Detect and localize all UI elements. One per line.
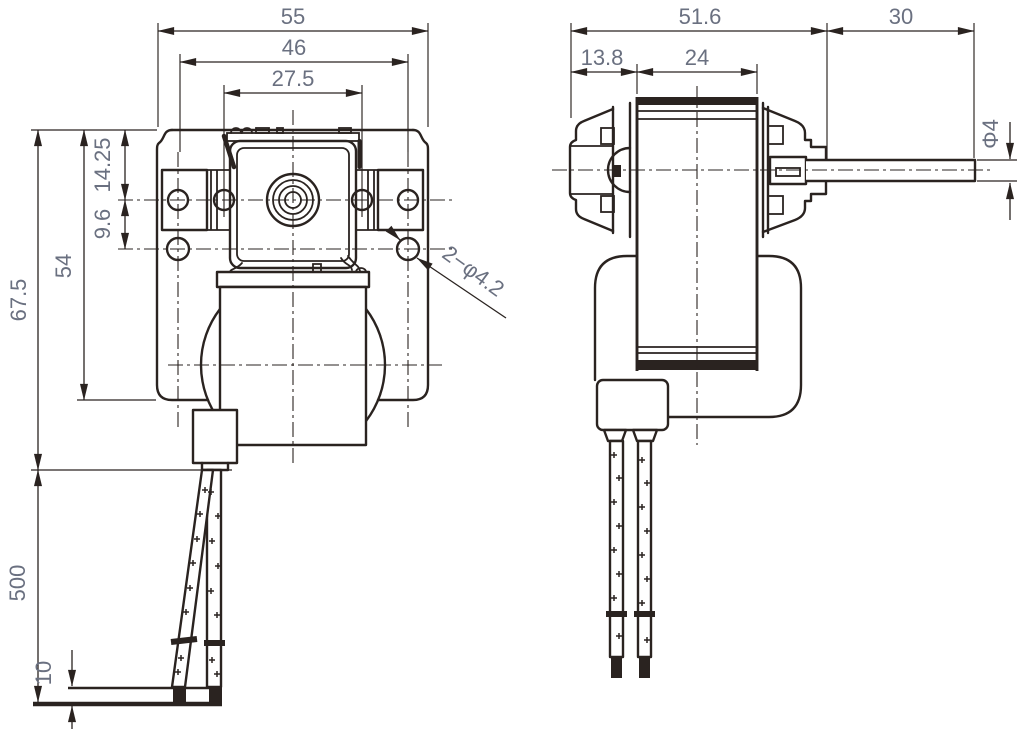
front-terminal-box [191, 408, 239, 472]
wire-terminal [209, 687, 222, 704]
wire-terminal [173, 687, 186, 704]
dim-label: 13.8 [581, 45, 624, 70]
wire-grommet [631, 428, 659, 443]
side-coil-bobbin [593, 254, 803, 419]
callout-mount-holes: 2−φ4.2 [385, 225, 509, 319]
front-centerlines [118, 110, 455, 466]
dim-rear-138: 13.8 [570, 45, 638, 94]
dim-body-height-54: 54 [51, 129, 156, 401]
rear-bracket-tab [600, 127, 615, 145]
dim-96: 9.6 [90, 199, 130, 250]
wire-grommet [602, 428, 628, 443]
dim-overall-width: 55 [157, 4, 429, 127]
front-view: 55 46 27.5 67.5 54 [5, 4, 509, 729]
rear-bracket-tab [600, 195, 615, 213]
dim-mount-hole-spacing: 46 [179, 35, 409, 152]
dim-inner-hole-spacing: 27.5 [223, 66, 363, 217]
dim-lead-length-500: 500 [5, 469, 43, 703]
dim-label: 67.5 [6, 279, 31, 322]
dim-label: 24 [685, 45, 709, 70]
dim-label: 10 [31, 661, 56, 685]
callout-label: 2−φ4.2 [438, 240, 509, 301]
wire-terminal [611, 657, 622, 678]
wire-crimp [170, 636, 198, 645]
dim-label: 51.6 [679, 4, 722, 29]
dim-height-675: 67.5 [6, 129, 232, 471]
dim-label: 55 [281, 4, 305, 29]
dim-label: 27.5 [272, 66, 315, 91]
dim-label: 500 [5, 565, 30, 602]
lead-wire [608, 439, 625, 659]
dim-label: Φ4 [978, 119, 1003, 149]
dim-depth-516: 51.6 [570, 4, 828, 159]
dim-label: 54 [51, 254, 76, 278]
side-dimensions: 51.6 30 13.8 24 Φ4 [570, 4, 1017, 220]
front-bracket-tab [767, 195, 784, 215]
dim-label: 30 [889, 4, 913, 29]
dim-label: 9.6 [90, 209, 115, 240]
front-bracket-tab [767, 125, 784, 145]
side-terminal-box [595, 378, 670, 443]
dim-shaft-30: 30 [826, 4, 975, 158]
wire-texture-ticks [175, 487, 221, 677]
bearing-slot [775, 167, 801, 177]
dim-shaft-diameter: Φ4 [977, 119, 1017, 220]
wire-texture-ticks [611, 452, 650, 643]
front-stator-core [221, 127, 362, 270]
side-view: 51.6 30 13.8 24 Φ4 [552, 4, 1017, 678]
side-centerlines [552, 86, 990, 445]
side-lead-wires [606, 439, 655, 678]
dim-label: 46 [282, 35, 306, 60]
mounting-plate-edge [33, 686, 222, 707]
dim-stack-24: 24 [636, 45, 758, 94]
lead-wire [636, 439, 653, 659]
wire-terminal [639, 657, 650, 678]
weld-mark [221, 133, 237, 170]
dim-1425: 14.25 [90, 129, 130, 201]
dim-terminal-10: 10 [31, 650, 77, 729]
front-lead-wires [170, 468, 225, 704]
dim-label: 14.25 [90, 137, 115, 192]
